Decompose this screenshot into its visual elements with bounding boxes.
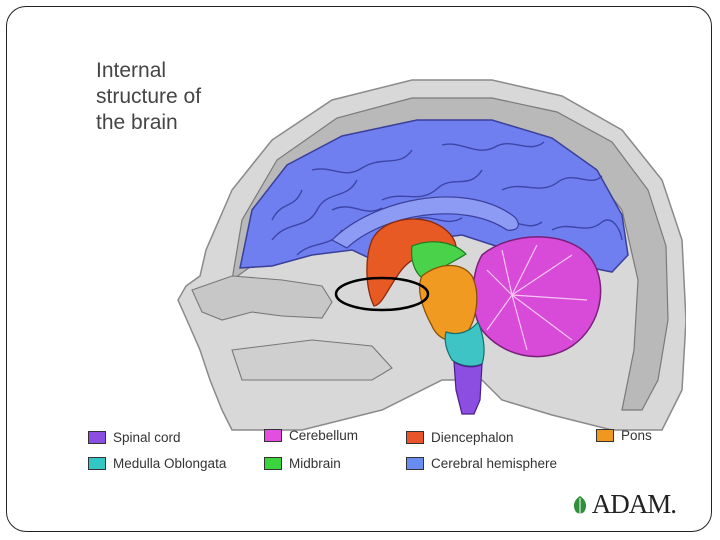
legend-label-spinal-cord: Spinal cord (113, 430, 181, 445)
legend-label-pons: Pons (621, 428, 652, 443)
legend-swatch-midbrain (264, 457, 282, 470)
legend-item-midbrain: Midbrain (264, 456, 341, 471)
legend-swatch-diencephalon (406, 431, 424, 444)
legend-item-cerebellum: Cerebellum (264, 428, 358, 443)
legend-item-pons: Pons (596, 428, 652, 443)
brain-diagram-figure: Internal structure of the brain Spinal c… (82, 50, 686, 528)
legend-swatch-medulla-oblongata (88, 457, 106, 470)
brand-text: ADAM. (591, 489, 677, 519)
brain-illustration (177, 79, 686, 431)
legend-label-midbrain: Midbrain (289, 456, 341, 471)
legend-item-spinal-cord: Spinal cord (88, 430, 181, 445)
legend-label-cerebellum: Cerebellum (289, 428, 359, 443)
legend-item-medulla-oblongata: Medulla Oblongata (88, 456, 226, 471)
legend-label-medulla-oblongata: Medulla Oblongata (113, 456, 227, 471)
legend-swatch-cerebral-hemisphere (406, 457, 424, 470)
legend-label-diencephalon: Diencephalon (431, 430, 514, 445)
legend-swatch-spinal-cord (88, 431, 106, 444)
spinal-cord (453, 360, 483, 415)
highlight-circle (334, 276, 430, 312)
palate (231, 339, 393, 381)
legend-swatch-pons (596, 429, 614, 442)
legend-item-cerebral-hemisphere: Cerebral hemisphere (406, 456, 557, 471)
cerebellum-folia (486, 244, 588, 351)
diagram-title: Internal structure of the brain (96, 59, 202, 134)
leaf-icon (573, 495, 586, 514)
legend: Spinal cord Medulla Oblongata Cerebellum… (88, 426, 678, 486)
legend-label-cerebral-hemisphere: Cerebral hemisphere (431, 456, 558, 471)
cerebral-hemisphere (239, 119, 629, 273)
legend-item-diencephalon: Diencephalon (406, 430, 514, 445)
legend-swatch-cerebellum (264, 429, 282, 442)
nasal-cavity (191, 275, 333, 321)
adam-logo: ADAM. (570, 489, 677, 520)
